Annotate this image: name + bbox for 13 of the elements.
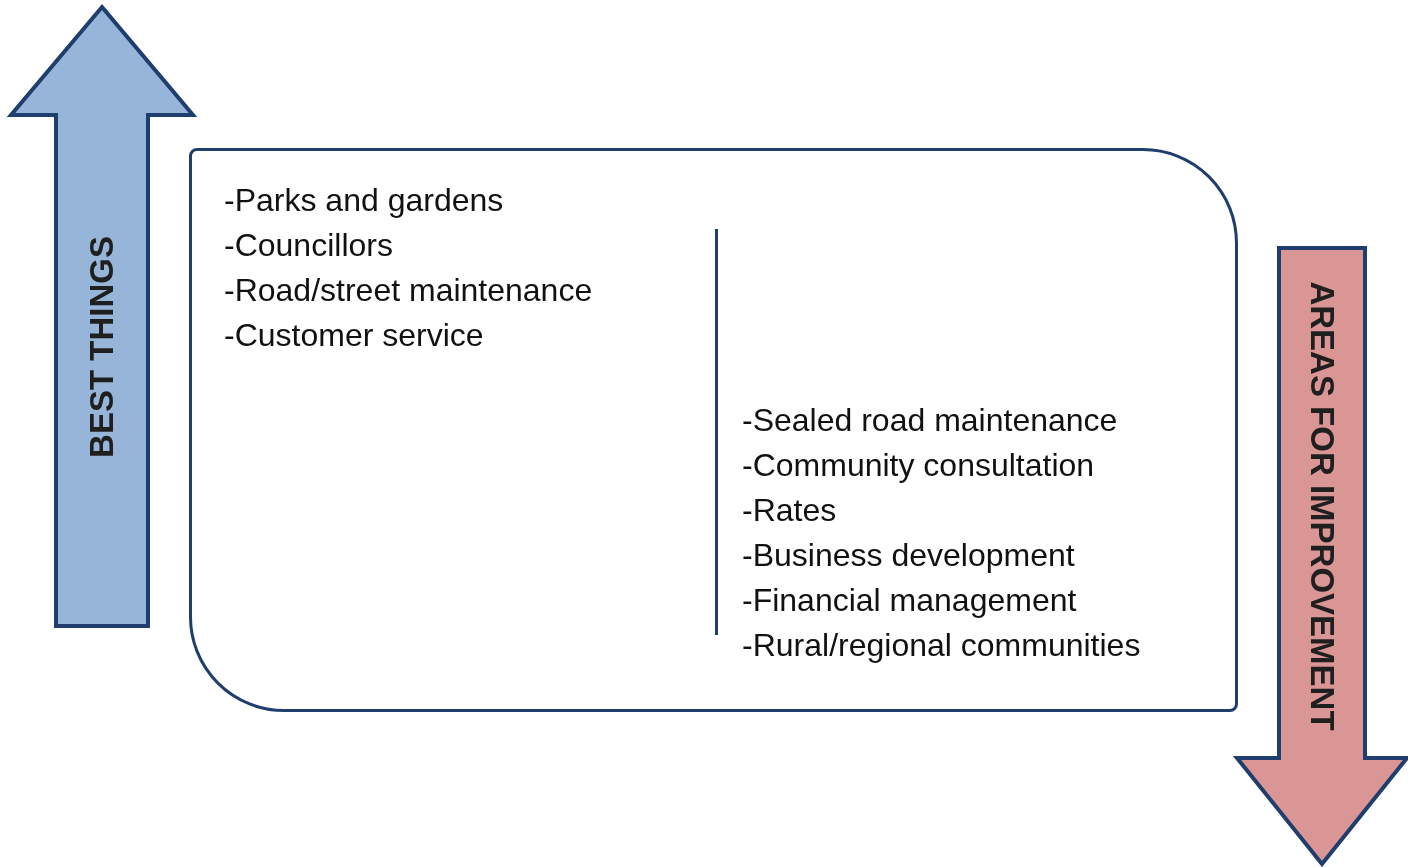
list-item: -Councillors — [224, 226, 393, 265]
list-item: -Community consultation — [742, 446, 1095, 485]
list-item: -Financial management — [742, 581, 1077, 620]
list-item: -Rates — [742, 491, 837, 530]
arrow-label: BEST THINGS — [83, 235, 121, 458]
list-item: -Parks and gardens — [224, 181, 504, 220]
list-item: -Customer service — [224, 316, 484, 355]
list-item: -Business development — [742, 536, 1075, 575]
list-item: -Road/street maintenance — [224, 271, 593, 310]
list-item: -Sealed road maintenance — [742, 401, 1118, 440]
rounded-panel — [189, 148, 1238, 712]
arrow-label: AREAS FOR IMPROVEMENT — [1303, 281, 1341, 731]
list-item: -Rural/regional communities — [742, 626, 1141, 665]
